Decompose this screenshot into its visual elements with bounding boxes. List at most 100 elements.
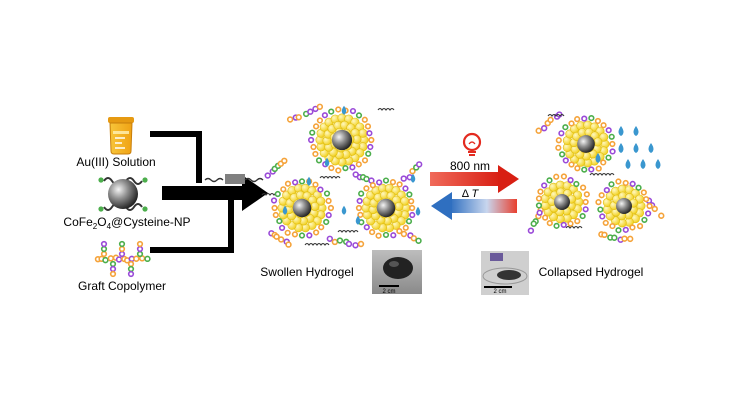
polymer-bead (366, 130, 373, 137)
crosslinker (337, 229, 359, 233)
polymer-bead (546, 177, 553, 184)
polymer-bead (136, 250, 144, 258)
polymer-bead (621, 235, 628, 242)
polymer-bead (312, 181, 319, 188)
polymer-bead (629, 180, 636, 188)
polymer-bead (608, 133, 615, 140)
polymer-bead (382, 177, 390, 184)
polymer-bead (389, 179, 397, 186)
polymer-bead (605, 127, 612, 134)
au-solution-label: Au(III) Solution (76, 155, 155, 169)
polymer-bead (400, 175, 407, 182)
water-drop-icon (324, 157, 330, 167)
combine-arrow (150, 131, 268, 253)
polymer-bead (342, 165, 349, 172)
polymer-bead (363, 185, 370, 192)
polymer-bead (107, 255, 115, 262)
polymer-bead (375, 232, 382, 239)
collapsed-hydrogel-label: Collapsed Hydrogel (539, 265, 644, 279)
polymer-bead (328, 108, 335, 115)
polymer-bead (415, 161, 423, 168)
photo-thumbnail: 2 cm (481, 251, 529, 295)
gold-coated-nanoparticle (595, 178, 653, 234)
polymer-bead (574, 116, 581, 123)
polymer-bead (579, 212, 586, 220)
polymer-bead (271, 204, 278, 212)
polymer-bead (535, 127, 542, 134)
polymer-bead (276, 217, 283, 225)
polymer-bead (636, 223, 644, 230)
polymer-bead (568, 161, 575, 168)
polymer-bead (527, 227, 535, 234)
polymer-bead (361, 116, 368, 123)
polymer-bead (560, 173, 568, 180)
polymer-bead (270, 197, 278, 204)
polymer-bead (400, 230, 408, 238)
polymer-bead (355, 112, 363, 119)
water-drop-icon (633, 143, 639, 153)
polymer-bead (611, 234, 618, 241)
polymer-bead (317, 186, 324, 193)
polymer-bead (277, 236, 285, 243)
polymer-bead (286, 116, 294, 123)
polymer-bead (369, 228, 376, 236)
polymer-bead (127, 265, 135, 273)
polymer-bead (367, 143, 374, 151)
polymer-bead (402, 185, 409, 192)
polymer-bead (602, 219, 609, 227)
polymer-bead (547, 116, 554, 124)
polymer-bead (643, 196, 650, 203)
polymer-bead (136, 245, 144, 253)
polymer-bead (298, 232, 306, 239)
reverse-arrow (431, 192, 517, 220)
polymer-bead (368, 136, 375, 144)
nanoparticle-core (616, 198, 632, 214)
polymer-bead (358, 190, 365, 197)
polymer-bead (291, 231, 299, 238)
polymer-bead (581, 115, 588, 122)
polymer-bead (363, 224, 370, 231)
polymer-bead (583, 191, 590, 198)
polymer-icon (94, 240, 151, 278)
polymer-bead (582, 206, 589, 213)
nanoparticle-core (554, 194, 570, 210)
crosslinker (547, 113, 565, 117)
crosslinker (377, 107, 395, 111)
polymer-bead (535, 202, 543, 209)
polymer-bead (615, 178, 622, 185)
polymer-bead (646, 202, 653, 210)
polymer-bead (541, 182, 548, 189)
nanoparticle-icon (98, 177, 148, 212)
polymer-bead (622, 179, 629, 187)
water-drop-icon (595, 153, 601, 163)
polymer-bead (658, 212, 665, 219)
polymer-bead (567, 220, 574, 227)
polymer-bead (408, 198, 415, 205)
polymer-bead (588, 166, 595, 173)
polymer-bead (540, 125, 548, 132)
polymer-bead (316, 103, 324, 110)
polymer-bead (601, 231, 608, 239)
polymer-bead (598, 192, 605, 199)
polymer-bead (409, 211, 416, 219)
water-drop-icon (355, 215, 361, 225)
polymer-bead (133, 255, 140, 262)
polymer-bead (559, 151, 566, 158)
polymer-bead (553, 173, 560, 180)
polymer-bead (595, 199, 602, 206)
swollen-hydrogel-label: Swollen Hydrogel (260, 265, 353, 279)
polymer-bead (405, 218, 413, 225)
polymer-bead (594, 117, 602, 125)
polymer-bead (295, 114, 302, 121)
polymer-bead (273, 233, 280, 240)
polymer-bead (264, 172, 271, 179)
crosslinker (565, 225, 583, 229)
polymer-bead (109, 260, 117, 268)
polymer-bead (600, 159, 607, 166)
polymer-bead (285, 241, 292, 248)
polymer-bead (409, 204, 416, 212)
polymer-bead (312, 150, 319, 158)
collapsed-hydrogel-network (527, 111, 665, 243)
polymer-bead (402, 224, 409, 231)
